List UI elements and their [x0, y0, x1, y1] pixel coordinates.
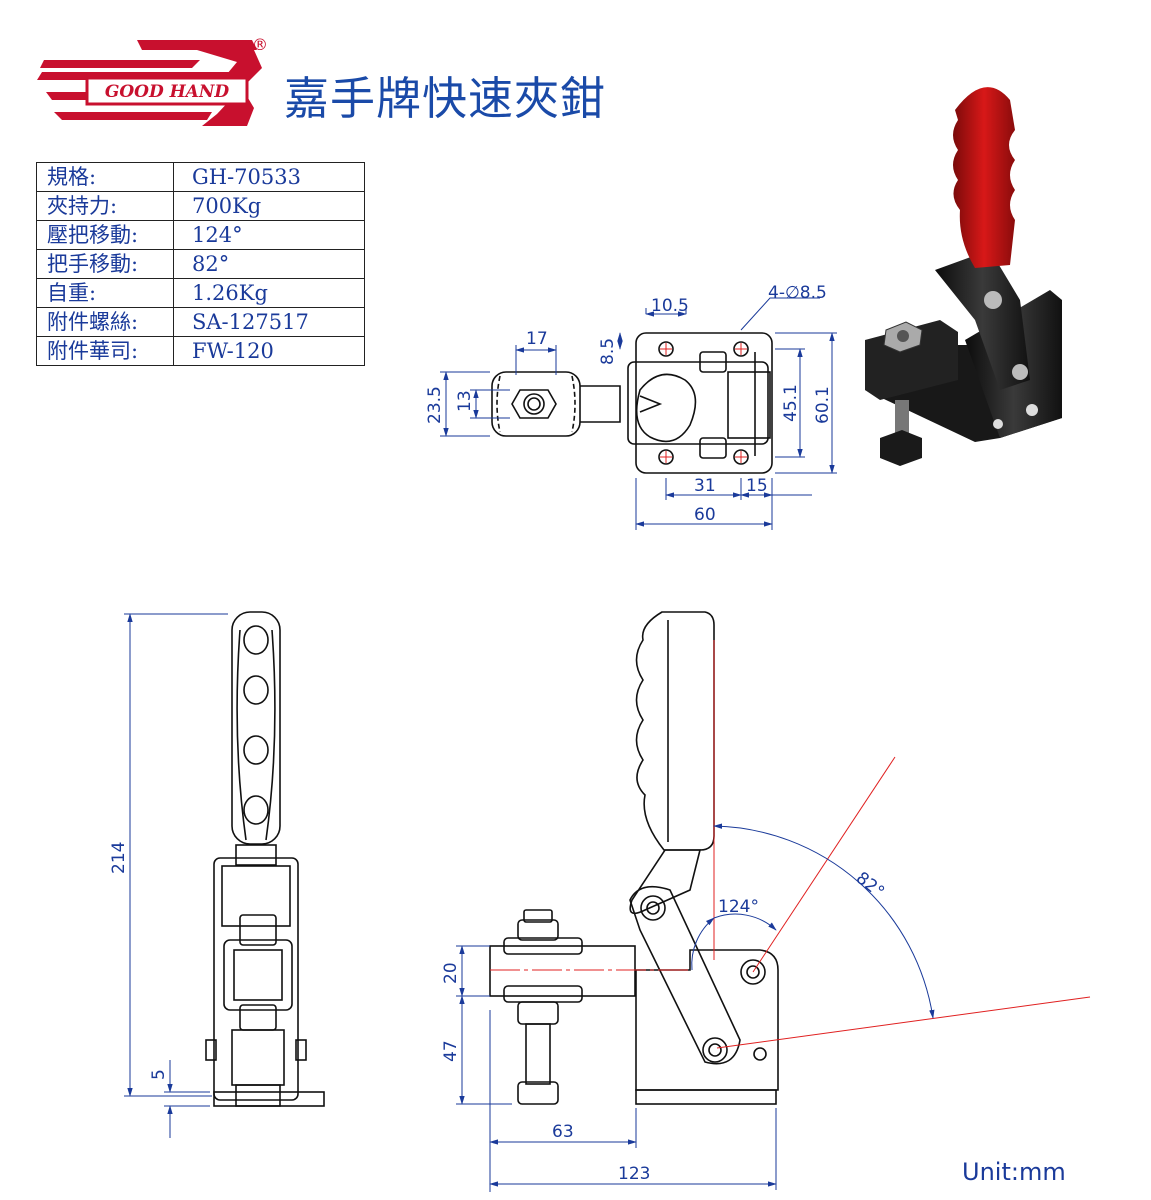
- spec-row: 把手移動:82°: [36, 249, 365, 279]
- spec-row: 壓把移動:124°: [36, 220, 365, 250]
- clamp-3d-render: [865, 87, 1062, 466]
- dim-13: 13: [455, 390, 475, 412]
- hex-nut: [511, 389, 557, 419]
- front-view: [205, 611, 325, 1107]
- spec-value: 1.26Kg: [173, 278, 365, 308]
- dim-10-5: 10.5: [651, 296, 689, 316]
- spec-key: 夾持力:: [36, 191, 174, 221]
- spindle-arm: [489, 945, 636, 997]
- spec-key: 附件螺絲:: [36, 307, 174, 337]
- mounting-hole: [733, 449, 749, 465]
- dim-8-5: 8.5: [598, 338, 618, 365]
- mounting-hole: [733, 341, 749, 357]
- spec-value: 700Kg: [173, 191, 365, 221]
- spec-key: 壓把移動:: [36, 220, 174, 250]
- logo-text: GOOD HAND: [105, 82, 230, 102]
- spec-row: 自重:1.26Kg: [36, 278, 365, 308]
- good-hand-logo: GOOD HAND ®: [37, 35, 268, 126]
- dim-63: 63: [552, 1122, 574, 1142]
- spec-value: GH-70533: [173, 162, 365, 192]
- dim-4-phi-8-5: 4-∅8.5: [768, 283, 827, 303]
- spec-value: 124°: [173, 220, 365, 250]
- dim-45-1: 45.1: [781, 384, 801, 422]
- dim-123: 123: [618, 1164, 650, 1184]
- dim-47: 47: [441, 1040, 461, 1062]
- spec-value: FW-120: [173, 336, 365, 366]
- spec-row: 附件螺絲:SA-127517: [36, 307, 365, 337]
- dim-214: 214: [109, 842, 129, 874]
- dim-31: 31: [694, 476, 716, 496]
- dim-60: 60: [694, 505, 716, 525]
- dim-20: 20: [441, 962, 461, 984]
- base-plate-outline: [635, 332, 773, 474]
- lever-link: [629, 885, 741, 1065]
- page-title: 嘉手牌快速夾鉗: [284, 72, 607, 125]
- top-view-dimensions: [440, 297, 837, 530]
- spec-row: 夾持力:700Kg: [36, 191, 365, 221]
- side-view: [489, 611, 779, 1105]
- handle-side: [635, 611, 715, 851]
- side-view-dimensions: [456, 823, 935, 1192]
- mounting-hole: [658, 449, 674, 465]
- spec-row: 規格:GH-70533: [36, 162, 365, 192]
- dim-5: 5: [149, 1069, 169, 1080]
- spec-key: 規格:: [36, 162, 174, 192]
- spec-value: SA-127517: [173, 307, 365, 337]
- front-view-dimensions: [124, 613, 228, 1138]
- spindle-holder: [491, 371, 581, 437]
- registered-mark: ®: [252, 35, 268, 54]
- mounting-hole: [658, 341, 674, 357]
- top-view: [491, 332, 773, 474]
- spec-key: 附件華司:: [36, 336, 174, 366]
- handle-front: [231, 611, 281, 845]
- dim-82-deg: 82°: [852, 868, 888, 902]
- dim-17: 17: [526, 329, 548, 349]
- dim-60-1: 60.1: [813, 386, 833, 424]
- dim-15: 15: [746, 476, 768, 496]
- spec-key: 自重:: [36, 278, 174, 308]
- dim-23-5: 23.5: [425, 386, 445, 424]
- dim-124-deg: 124°: [718, 897, 759, 917]
- unit-label: Unit:mm: [962, 1158, 1066, 1186]
- base-front: [213, 1091, 325, 1107]
- spec-row: 附件華司:FW-120: [36, 336, 365, 366]
